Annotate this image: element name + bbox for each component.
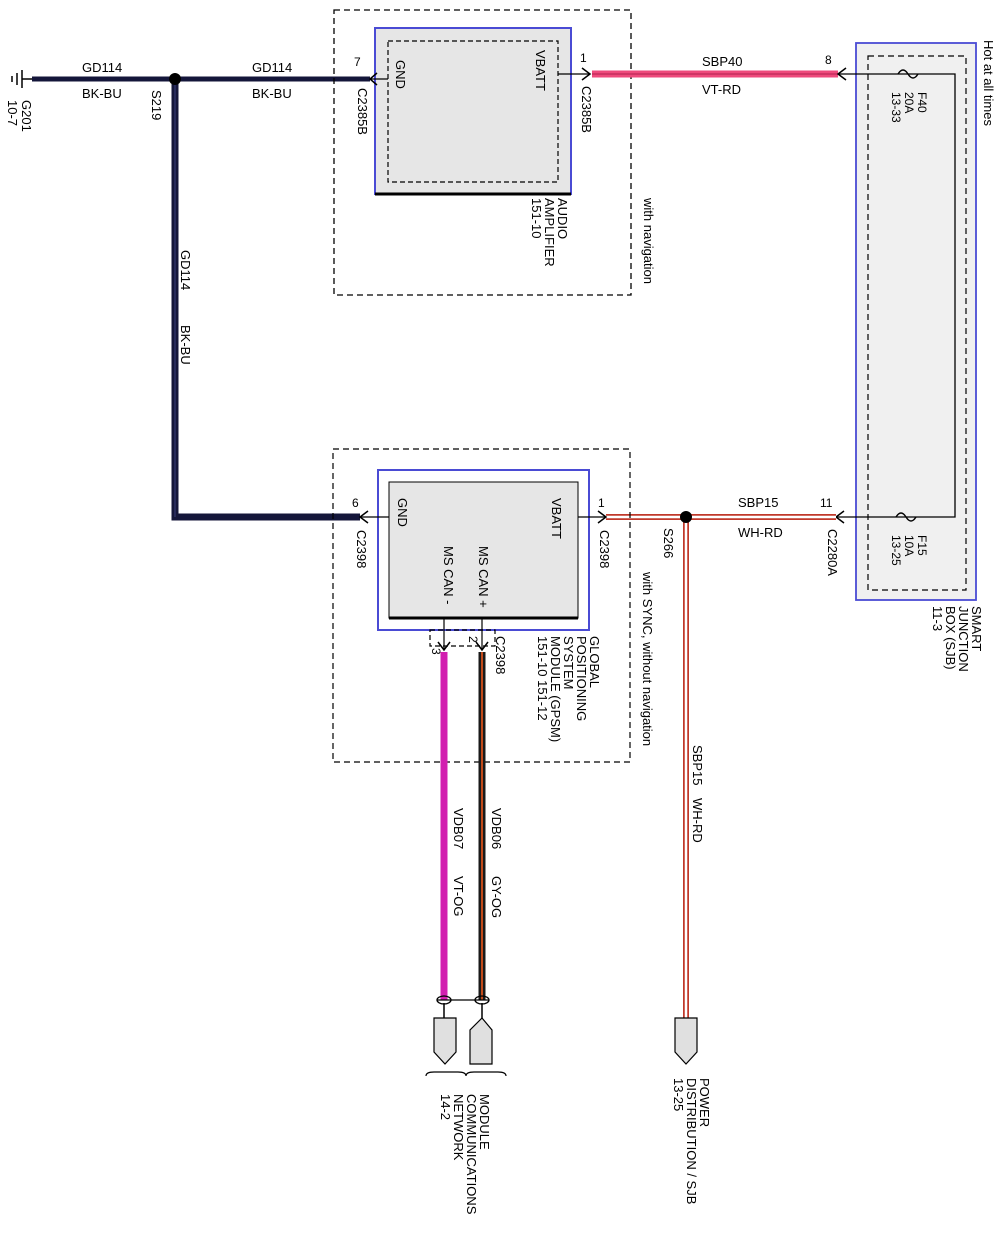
audio-amp-gnd-pin-number: 7 [354, 55, 361, 69]
sjb-f15-connector: C2280A [825, 529, 840, 576]
sjb-name-line-3: BOX (SJB) [943, 606, 958, 670]
gpsm-can-minus-pin [437, 618, 451, 652]
gd114-circuit-left: GD114 [82, 60, 122, 75]
gpsm-name-line-1: GLOBAL [587, 636, 602, 688]
gpsm-can-connector: C2398 [493, 636, 508, 674]
fuse-f40-rating: 20A [902, 92, 916, 113]
fuse-f40-symbol [897, 69, 919, 79]
gpsm-vbatt-label: VBATT [549, 498, 564, 539]
sjb-hot-label: Hot at all times [981, 40, 996, 126]
audio-amplifier-module [374, 27, 572, 196]
mcn-ref-bracket [425, 1071, 507, 1077]
mcn-ref-line-2: COMMUNICATIONS [464, 1094, 479, 1215]
audio-amp-option-label: with navigation [641, 197, 656, 284]
sjb-name-line-1: SMART [969, 606, 984, 651]
twisted-pair-marker [436, 995, 490, 1018]
audio-amp-gnd-label: GND [393, 60, 408, 89]
vdb07-circuit: VDB07 [451, 808, 466, 849]
gpsm-name-line-5: 151-10 151-12 [535, 636, 550, 721]
sbp15-wire [606, 514, 836, 1018]
gpsm-vbatt-pin [578, 510, 608, 524]
vdb06-color: GY-OG [489, 876, 504, 918]
mcn-ref-line-4: 14-2 [438, 1094, 453, 1120]
pd-ref-line-3: 13-25 [671, 1078, 686, 1111]
gpsm-gnd-pin [358, 510, 389, 524]
sbp40-color: VT-RD [702, 82, 741, 97]
gpsm-can-minus-pin-number: 3 [429, 648, 443, 655]
gd114-color-right: BK-BU [252, 86, 292, 101]
audio-amp-vbatt-label: VBATT [533, 50, 548, 91]
pd-ref-arrow [674, 1017, 698, 1065]
gd114-wire [32, 76, 370, 521]
sjb-pin-8-number: 8 [825, 53, 832, 67]
audio-amp-gnd-pin [368, 72, 388, 86]
gpsm-module [377, 469, 590, 631]
ground-ref: 10-7 [5, 100, 20, 126]
mcn-ref-arrow-right [469, 1017, 493, 1065]
sbp15-color-vertical: WH-RD [690, 798, 705, 843]
audio-amp-gnd-connector: C2385B [355, 88, 370, 135]
audio-amp-vbatt-pin [558, 67, 592, 81]
audio-amp-name-line-3: 151-10 [529, 198, 544, 238]
gpsm-option-boundary [332, 448, 631, 763]
audio-amp-name-line-2: AMPLIFIER [542, 198, 557, 267]
splice-s266-label: S266 [661, 528, 676, 558]
vdb07-color: VT-OG [451, 876, 466, 916]
smart-junction-box [855, 42, 977, 601]
gpsm-vbatt-connector: C2398 [597, 530, 612, 568]
mcn-ref-line-3: NETWORK [451, 1094, 466, 1161]
sjb-name-line-4: 11-3 [930, 606, 945, 631]
gpsm-can-plus-label: MS CAN + [476, 546, 491, 608]
gpsm-can-minus-label: MS CAN - [441, 546, 456, 605]
gpsm-option-label: with SYNC, without navigation [640, 571, 655, 746]
vdb06-circuit: VDB06 [489, 808, 504, 849]
pd-ref-line-2: DISTRIBUTION / SJB [684, 1078, 699, 1204]
audio-amp-vbatt-pin-number: 1 [580, 51, 587, 65]
fuse-f15-symbol [895, 512, 917, 522]
gpsm-name-line-4: MODULE (GPSM) [548, 636, 563, 742]
gd114-circuit-vertical: GD114 [178, 250, 193, 290]
fuse-f40-label: F40 [915, 92, 929, 113]
sbp40-circuit: SBP40 [702, 54, 742, 69]
gd114-color-left: BK-BU [82, 86, 122, 101]
fuse-f15-label: F15 [915, 535, 929, 556]
gpsm-vbatt-pin-number: 1 [598, 496, 605, 510]
mcn-ref-arrow-left [433, 1017, 457, 1065]
gpsm-can-connector-boundary [429, 629, 496, 647]
gpsm-name-line-3: SYSTEM [561, 636, 576, 689]
fuse-f15-ref: 13-25 [889, 535, 903, 566]
splice-s219-label: S219 [149, 90, 164, 120]
gd114-color-vertical: BK-BU [178, 325, 193, 365]
pd-ref-line-1: POWER [697, 1078, 712, 1127]
audio-amp-vbatt-connector: C2385B [579, 86, 594, 133]
gd114-circuit-right: GD114 [252, 60, 292, 75]
audio-amp-name-line-1: AUDIO [555, 198, 570, 239]
splice-s219 [169, 73, 181, 85]
sjb-pin-8 [836, 67, 864, 81]
sbp15-circuit: SBP15 [738, 495, 778, 510]
fuse-f15-rating: 10A [902, 535, 916, 556]
gpsm-can-plus-pin-number: 2 [466, 636, 480, 643]
gpsm-gnd-connector: C2398 [354, 530, 369, 568]
sbp15-color: WH-RD [738, 525, 783, 540]
fuse-f40-ref: 13-33 [889, 92, 903, 123]
mcn-ref-line-1: MODULE [477, 1094, 492, 1150]
ground-symbol [11, 70, 32, 88]
audio-amp-option-boundary [333, 9, 632, 296]
gpsm-can-plus-pin [475, 618, 489, 652]
splice-s266 [680, 511, 692, 523]
gpsm-gnd-pin-number: 6 [352, 496, 359, 510]
gpsm-gnd-label: GND [395, 498, 410, 527]
ground-id: G201 [19, 100, 34, 132]
sjb-pin-11-number: 11 [820, 496, 833, 510]
sjb-name-line-2: JUNCTION [956, 606, 971, 672]
gpsm-name-line-2: POSITIONING [574, 636, 589, 721]
sbp15-circuit-vertical: SBP15 [690, 745, 705, 785]
